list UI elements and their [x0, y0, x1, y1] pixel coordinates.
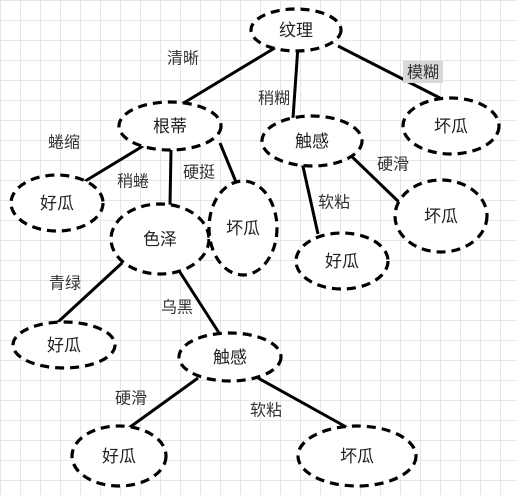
edge-label-slightly-curled: 稍蜷: [117, 172, 149, 191]
edge-label-clear: 清晰: [167, 49, 199, 68]
edge-line-root-bad2: [218, 142, 238, 183]
edge-line-touch1-bad3: [343, 148, 404, 207]
node-label-bad1: 坏瓜: [434, 117, 468, 137]
edge-label-stiff: 硬挺: [183, 163, 215, 182]
node-label-bad2: 坏瓜: [226, 219, 260, 239]
edge-line-touch2-good4: [125, 376, 199, 432]
node-label-touch1: 触感: [295, 132, 329, 152]
node-label-touch2: 触感: [213, 348, 247, 368]
node-ellipse-touch1: [260, 114, 364, 168]
edge-label-slightly-blurry: 稍糊: [258, 89, 290, 108]
edge-label-soft-sticky-1: 软粘: [318, 193, 350, 212]
edge-line-root-color: [168, 149, 173, 206]
node-label-root: 根蒂: [153, 117, 187, 137]
edge-line-touch2-bad4: [257, 376, 349, 430]
node-label-good4: 好瓜: [102, 447, 136, 467]
edge-line-color-touch2: [174, 265, 223, 337]
node-ellipse-bad4: [296, 424, 418, 488]
node-label-texture: 纹理: [279, 21, 313, 41]
edge-line-root-good1: [81, 141, 149, 185]
edge-label-hard-smooth-2: 硬滑: [115, 389, 147, 408]
edge-label-blurry: 模糊: [407, 63, 439, 82]
node-ellipse-root: [117, 100, 223, 152]
node-ellipse-good4: [70, 424, 168, 488]
edge-label-highlight: [403, 61, 443, 83]
node-ellipse-bad2: [207, 179, 279, 277]
node-label-bad3: 坏瓜: [424, 207, 458, 227]
node-label-bad4: 坏瓜: [340, 447, 374, 467]
node-ellipse-color: [109, 202, 211, 276]
edge-line-color-good3: [56, 261, 124, 324]
edge-label-curled: 蜷缩: [48, 133, 80, 152]
edge-label-soft-sticky-2: 软粘: [250, 401, 282, 420]
edge-label-hard-smooth-1: 硬滑: [377, 155, 409, 174]
edge-line-touch1-good2: [300, 161, 320, 235]
node-label-color: 色泽: [143, 230, 177, 250]
node-label-good2: 好瓜: [325, 252, 359, 272]
edge-label-green: 青绿: [49, 274, 81, 293]
edge-line-texture-root: [171, 38, 289, 112]
edge-line-texture-bad1: [337, 44, 441, 100]
node-ellipse-good3: [11, 320, 117, 370]
node-ellipse-touch2: [177, 331, 283, 383]
node-ellipse-bad1: [401, 96, 501, 156]
edge-line-texture-touch1: [291, 45, 300, 119]
node-ellipse-good2: [294, 231, 390, 291]
node-ellipse-bad3: [393, 178, 489, 254]
node-ellipse-good1: [9, 173, 105, 233]
node-ellipse-texture: [249, 7, 343, 53]
edge-label-black: 乌黑: [161, 298, 193, 317]
node-label-good1: 好瓜: [40, 194, 74, 214]
node-label-good3: 好瓜: [47, 336, 81, 356]
